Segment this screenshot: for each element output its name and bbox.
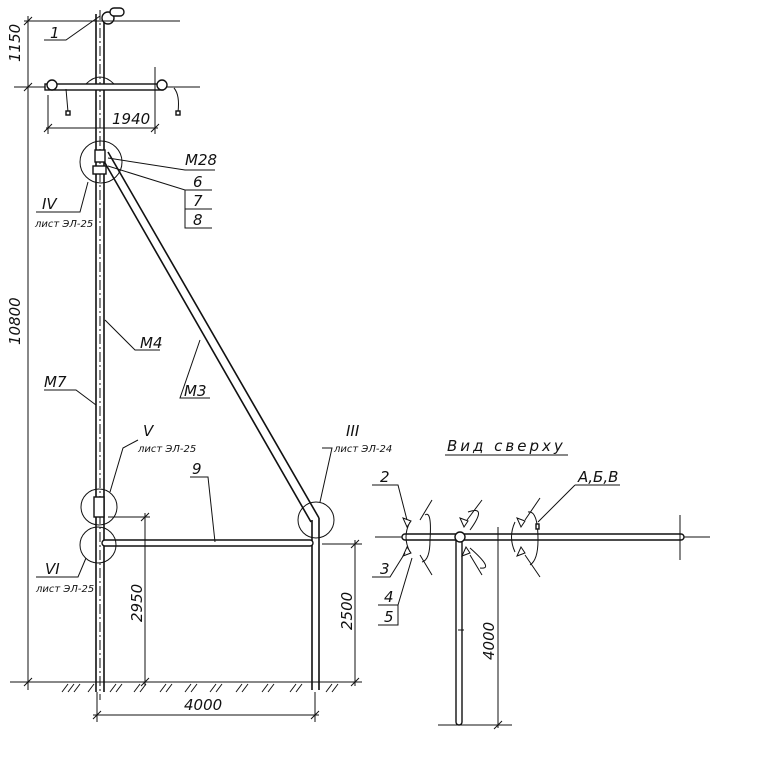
label-iv-sheet: лист ЭЛ-25	[34, 219, 93, 230]
dim-4000: 4000	[184, 696, 222, 714]
label-4: 4	[384, 588, 394, 606]
label-5: 5	[384, 608, 394, 626]
clamp	[92, 165, 107, 175]
detail-circle-iii	[297, 501, 335, 539]
label-v-sheet: лист ЭЛ-25	[137, 444, 196, 455]
main-pole	[95, 10, 105, 700]
dimension-lines	[23, 16, 362, 722]
leader-lines	[36, 15, 333, 578]
label-iv: IV	[42, 195, 58, 213]
label-9: 9	[192, 460, 202, 478]
top-insulator	[100, 7, 180, 25]
bracket	[94, 149, 106, 163]
label-abv: А,Б,В	[577, 468, 618, 486]
dim-10800: 10800	[6, 297, 24, 345]
dim-1940: 1940	[112, 110, 150, 128]
detail-circle-v	[80, 488, 118, 526]
joint	[93, 496, 105, 518]
top-view	[375, 497, 710, 730]
ground-line	[10, 681, 362, 693]
dim-2500: 2500	[338, 592, 356, 630]
dim-2950: 2950	[128, 584, 146, 622]
label-2: 2	[380, 468, 390, 486]
label-8: 8	[193, 211, 203, 229]
crossarm	[14, 76, 200, 116]
dim-1150: 1150	[6, 24, 24, 62]
strut-m3	[100, 151, 320, 523]
label-m3: М3	[184, 382, 207, 400]
top-view-dim-4000: 4000	[480, 622, 498, 660]
detail-circle-iv	[79, 140, 123, 184]
label-vi-sheet: лист ЭЛ-25	[35, 584, 94, 595]
label-3: 3	[380, 560, 390, 578]
label-iii-sheet: лист ЭЛ-24	[333, 444, 392, 455]
right-post	[311, 518, 320, 690]
top-view-leaders	[372, 484, 620, 626]
top-view-title: Вид сверху	[447, 437, 566, 455]
label-v: V	[143, 422, 155, 440]
label-6: 6	[193, 173, 203, 191]
label-vi: VI	[45, 560, 60, 578]
label-iii: III	[346, 422, 360, 440]
label-m28: М28	[185, 151, 217, 169]
detail-circle-vi	[79, 526, 117, 564]
bar-9	[101, 539, 314, 547]
label-1: 1	[50, 24, 60, 42]
label-7: 7	[193, 192, 203, 210]
label-m4: М4	[140, 334, 163, 352]
label-m7: М7	[44, 373, 67, 391]
